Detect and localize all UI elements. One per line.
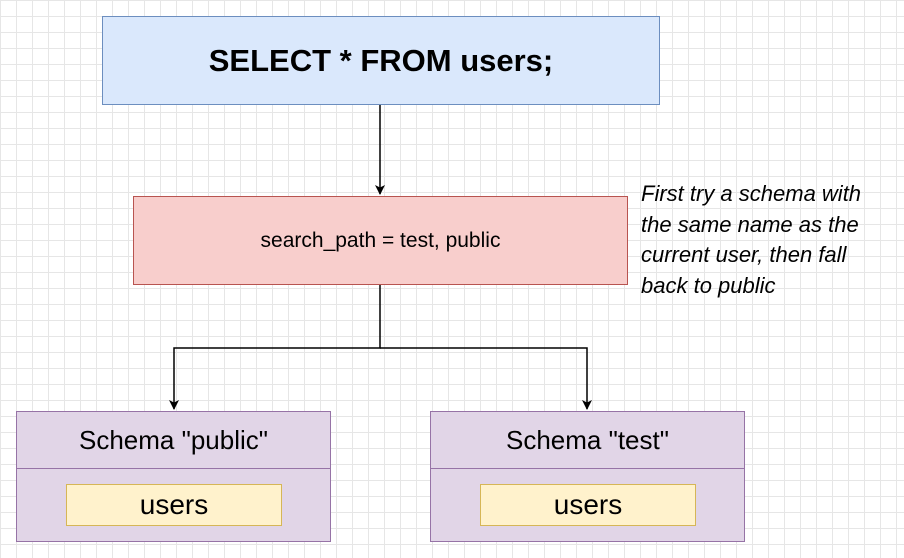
query-node: SELECT * FROM users; xyxy=(102,16,660,105)
schema-test-title: Schema "test" xyxy=(506,424,669,455)
note-line: current user, then fall xyxy=(641,242,847,267)
schema-public-users-table: users xyxy=(66,484,282,526)
query-label: SELECT * FROM users; xyxy=(208,42,554,78)
search-path-node: search_path = test, public xyxy=(133,196,628,285)
schema-test-users-table: users xyxy=(480,484,696,526)
note-line: First try a schema with xyxy=(641,181,862,206)
search-path-to-public-arrow xyxy=(169,285,381,410)
note-line: the same name as the xyxy=(641,211,859,237)
search-path-label: search_path = test, public xyxy=(260,228,501,252)
search-path-to-test-arrow xyxy=(380,347,592,410)
schema-test-table-label: users xyxy=(553,489,623,520)
schema-public-header: Schema "public" xyxy=(17,412,330,469)
schema-public-title: Schema "public" xyxy=(79,424,268,455)
search-path-note: First try a schema with the same name as… xyxy=(641,179,903,301)
note-line: back to public xyxy=(641,272,776,298)
schema-public-table-label: users xyxy=(139,489,209,520)
schema-test-node: Schema "test" users xyxy=(430,411,745,542)
schema-test-header: Schema "test" xyxy=(431,412,744,469)
schema-public-node: Schema "public" users xyxy=(16,411,331,542)
